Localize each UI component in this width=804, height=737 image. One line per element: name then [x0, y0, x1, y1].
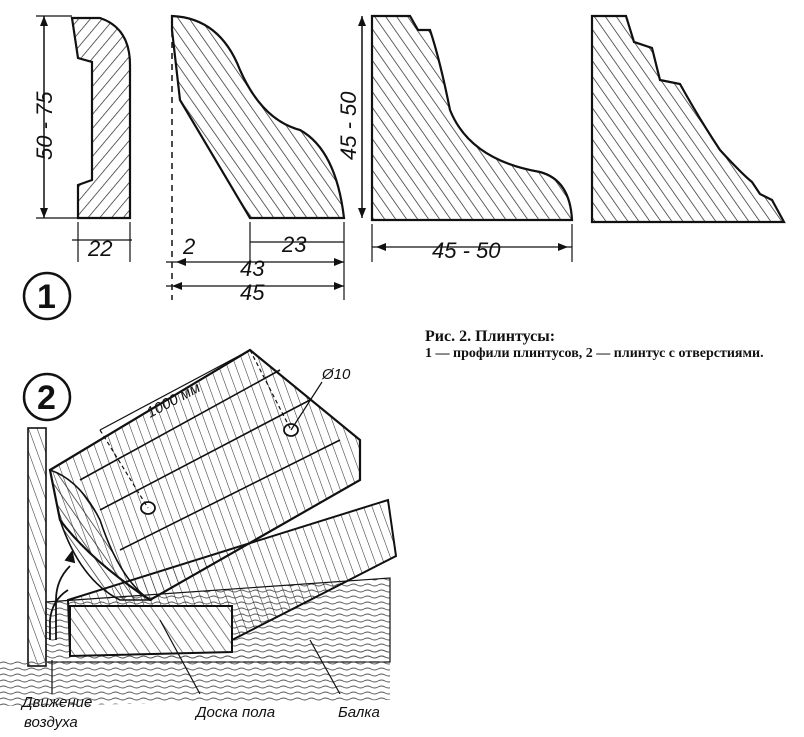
profile-2-dim-a: 2	[182, 234, 195, 259]
profile-1-width-dim: 22	[87, 236, 112, 261]
profile-3-shape	[370, 14, 574, 222]
profile-1-shape	[70, 16, 132, 220]
figure-title: Рис. 2. Плинтусы:	[425, 328, 556, 345]
air-label-line1: Движение	[20, 694, 92, 711]
air-label-line2: воздуха	[24, 714, 78, 731]
profile-3: 45 - 50 45 - 50	[336, 14, 574, 263]
profile-3-width-dim: 45 - 50	[432, 238, 501, 263]
beam-label: Балка	[338, 704, 380, 721]
profile-1: 50 - 75 22	[32, 15, 132, 262]
profile-2-dim-d: 45	[240, 280, 265, 305]
figure-caption: Рис. 2. Плинтусы: 1 — профили плинтусов,…	[425, 328, 795, 362]
profile-2-dim-c: 43	[240, 256, 265, 281]
panel-1-number: 1	[37, 278, 56, 316]
floorboard-label: Доска пола	[194, 704, 275, 721]
figure-caption-text: 1 — профили плинтусов, 2 — плинтус с отв…	[425, 346, 764, 361]
profile-2-dim-b: 23	[281, 232, 307, 257]
profile-4-shape	[590, 14, 786, 224]
wall	[27, 427, 47, 667]
panel-1: 50 - 75 22 2 23 43 45 45 - 50	[22, 14, 786, 321]
profile-1-height-dim: 50 - 75	[32, 91, 57, 160]
profile-2-shape	[170, 14, 346, 220]
profile-4	[590, 14, 786, 224]
hole-dim: Ø10	[321, 366, 351, 383]
panel-2-number: 2	[37, 379, 56, 417]
profile-3-height-dim: 45 - 50	[336, 91, 361, 160]
profile-2: 2 23 43 45	[166, 14, 346, 305]
floorboard	[66, 498, 398, 658]
panel-2: 2 1000 мм Ø10	[0, 348, 398, 731]
air-arrows	[49, 549, 76, 640]
